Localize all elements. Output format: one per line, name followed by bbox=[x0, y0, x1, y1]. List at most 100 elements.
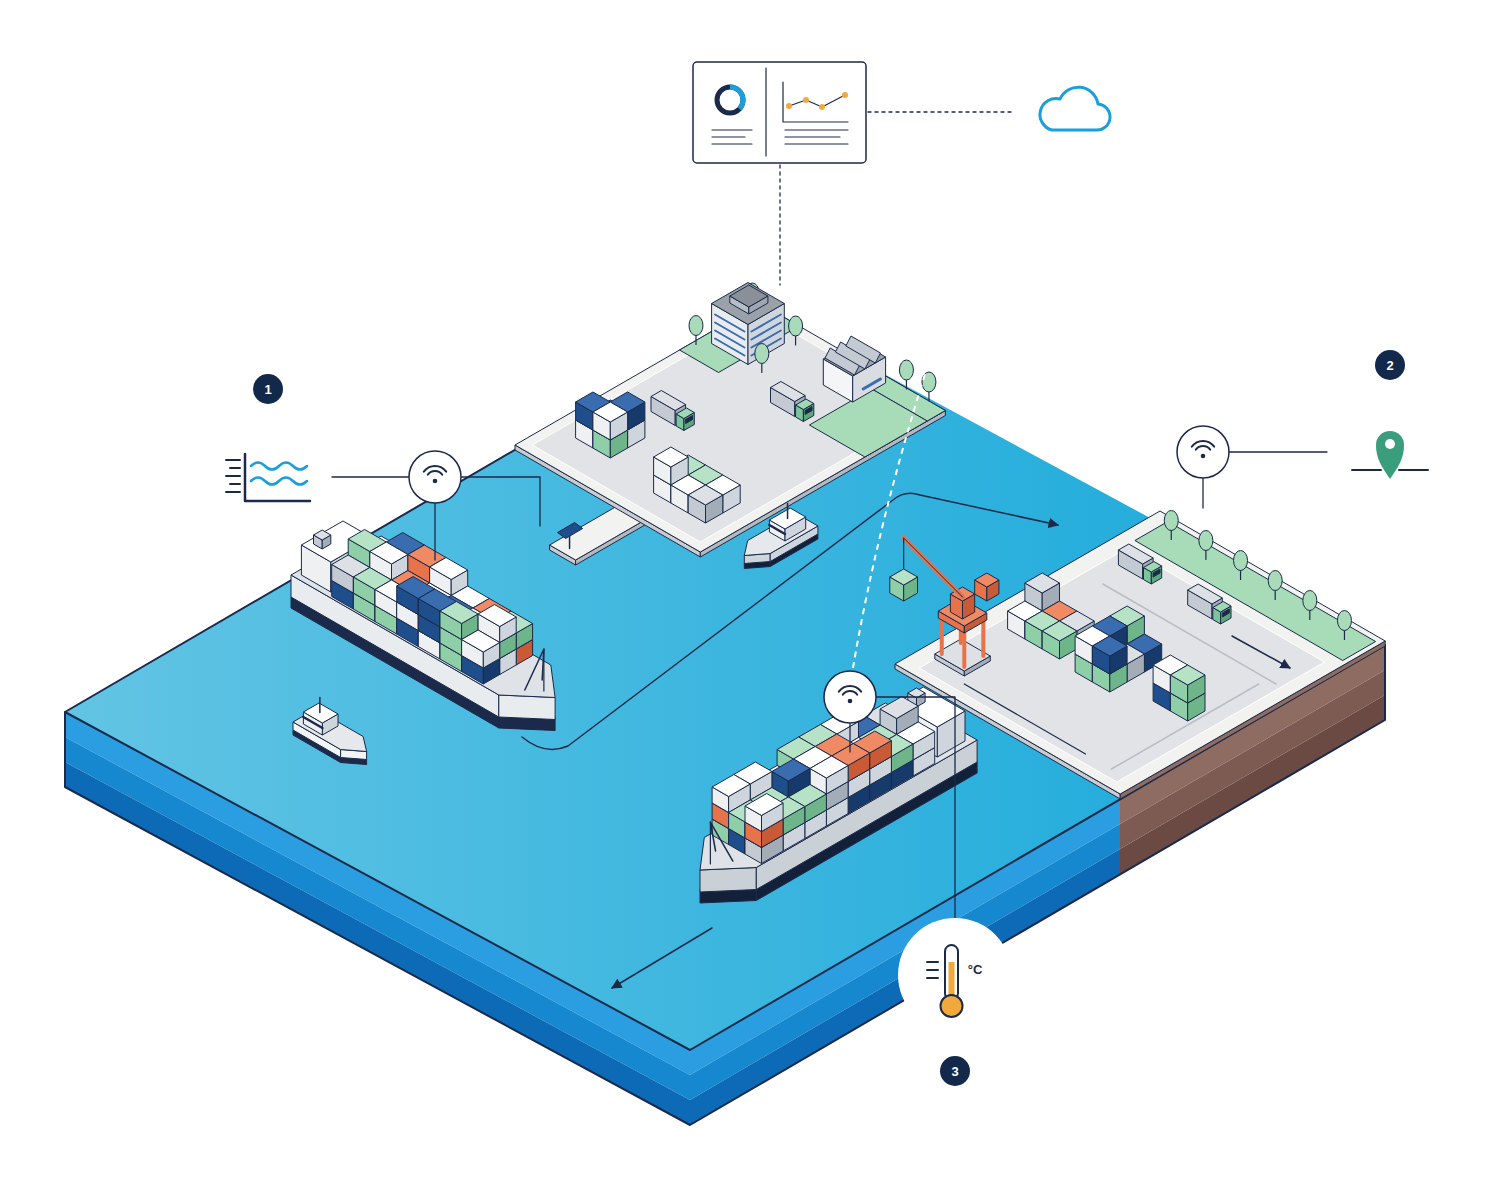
level-tick bbox=[226, 459, 240, 461]
north-terminal bbox=[515, 283, 945, 566]
crane-leg bbox=[962, 631, 966, 667]
sensor-overlay bbox=[226, 62, 1428, 1086]
iso-face bbox=[712, 775, 750, 797]
iso-face bbox=[772, 759, 810, 781]
truck-cab bbox=[1213, 602, 1231, 625]
tree bbox=[1199, 531, 1213, 560]
container bbox=[688, 485, 723, 523]
container bbox=[1092, 636, 1127, 674]
dashboard-frame bbox=[693, 62, 866, 163]
office-roof bbox=[730, 285, 768, 314]
tree-crown bbox=[1268, 571, 1282, 591]
solar-panel bbox=[558, 523, 583, 539]
office-windows bbox=[751, 315, 780, 332]
cloud-link bbox=[779, 165, 780, 285]
chart-axis bbox=[783, 82, 848, 122]
truck-window bbox=[805, 407, 812, 415]
truck-window bbox=[686, 416, 693, 424]
text-line bbox=[785, 136, 840, 137]
iso-face bbox=[1042, 621, 1077, 641]
pin-marker bbox=[1376, 431, 1404, 479]
leader-line bbox=[1229, 451, 1327, 452]
tree bbox=[789, 316, 803, 345]
container bbox=[462, 630, 500, 668]
iso-face bbox=[651, 391, 686, 411]
callout-number: 3 bbox=[951, 1065, 958, 1078]
warehouse-roof bbox=[846, 336, 881, 363]
green-strip bbox=[1135, 522, 1376, 661]
iso-face bbox=[1170, 665, 1205, 685]
ship-mast bbox=[525, 649, 544, 690]
iso-face bbox=[314, 530, 331, 540]
iso-face bbox=[810, 756, 848, 778]
iso-face bbox=[880, 697, 918, 719]
tug-boat bbox=[293, 698, 367, 765]
water-surface bbox=[65, 307, 1385, 1050]
thermo-bulb bbox=[941, 995, 963, 1017]
ship-mast bbox=[710, 822, 733, 861]
ship-mast bbox=[543, 649, 544, 691]
text-line bbox=[712, 143, 752, 144]
hull-side bbox=[756, 762, 977, 901]
truck-cab bbox=[796, 399, 814, 422]
chart-line bbox=[789, 95, 845, 107]
route-line bbox=[1232, 636, 1290, 668]
tree-crown bbox=[1164, 511, 1178, 531]
iso-face bbox=[771, 382, 806, 402]
iso-face bbox=[1118, 544, 1153, 564]
dashboard-panel bbox=[693, 62, 866, 163]
iso-face bbox=[430, 558, 468, 580]
ship-funnel bbox=[314, 530, 331, 549]
wireless-link bbox=[853, 352, 932, 668]
tree-crown bbox=[1337, 611, 1351, 631]
shipping-routes bbox=[522, 352, 1290, 988]
tree bbox=[755, 344, 769, 373]
iso-face bbox=[440, 602, 478, 624]
boat-mast bbox=[319, 698, 321, 713]
dashboard-divider bbox=[765, 68, 766, 156]
truck-window bbox=[1222, 609, 1229, 617]
boat-windows bbox=[303, 717, 322, 728]
rail-line bbox=[964, 684, 1085, 754]
truck bbox=[1118, 544, 1161, 584]
hull-side bbox=[499, 695, 555, 720]
iso-face bbox=[688, 485, 723, 505]
boat-windows bbox=[769, 525, 785, 534]
tree-crown bbox=[789, 316, 803, 336]
tree bbox=[1337, 611, 1351, 640]
iso-face bbox=[1025, 573, 1060, 593]
iso-face bbox=[515, 304, 945, 553]
thermo-tick bbox=[927, 969, 938, 971]
iso-face bbox=[462, 630, 500, 652]
wifi-arc bbox=[428, 471, 442, 475]
callout-number: 2 bbox=[1386, 359, 1393, 372]
pin-ground bbox=[1399, 469, 1428, 471]
cloud-icon bbox=[1040, 87, 1110, 130]
container bbox=[745, 794, 783, 832]
pin-ground bbox=[1352, 469, 1381, 471]
tree bbox=[899, 360, 913, 389]
solar-pole bbox=[569, 537, 571, 549]
green-area bbox=[809, 389, 927, 457]
water-edge bbox=[65, 307, 1385, 1050]
container bbox=[1042, 621, 1077, 659]
iso-face bbox=[478, 605, 516, 627]
wifi-sensor bbox=[409, 451, 461, 503]
container bbox=[593, 402, 628, 440]
iso-face bbox=[975, 573, 999, 587]
crane-leg bbox=[940, 618, 944, 654]
wifi-dot bbox=[433, 479, 438, 484]
leader-line bbox=[849, 723, 850, 752]
ship-mast bbox=[710, 822, 711, 864]
boat-cabin bbox=[303, 703, 338, 735]
donut-segment bbox=[717, 87, 743, 113]
tree-crown bbox=[689, 316, 703, 336]
truck-cab bbox=[676, 408, 694, 431]
text-line bbox=[785, 129, 848, 130]
road-line bbox=[1103, 584, 1276, 684]
water-slab bbox=[65, 307, 1385, 1125]
tree-crown bbox=[755, 344, 769, 364]
truck bbox=[771, 382, 814, 422]
